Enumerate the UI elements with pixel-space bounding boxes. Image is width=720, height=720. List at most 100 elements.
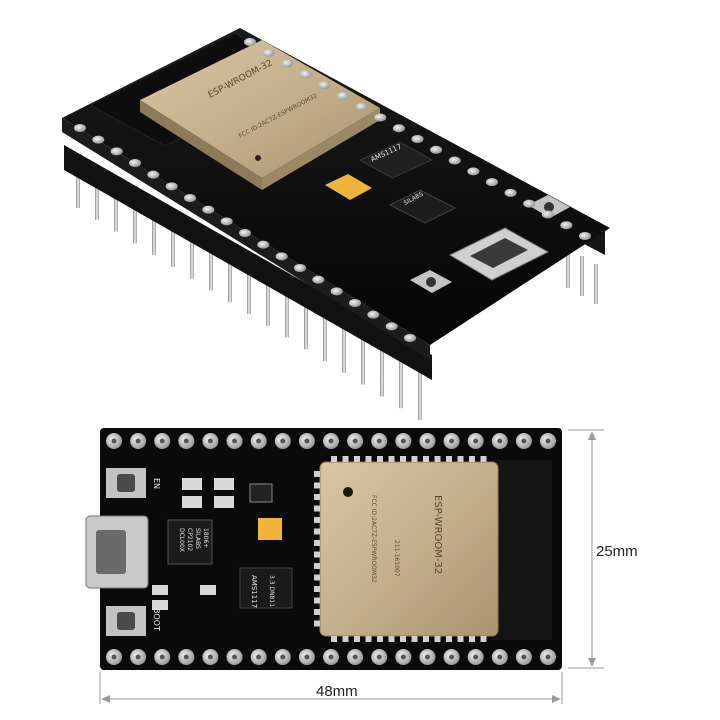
- module-pad: [469, 636, 475, 642]
- solder-pad: [467, 167, 480, 176]
- header-pin-hole: [232, 438, 238, 444]
- module-pad: [480, 456, 487, 462]
- esp32-module-top: [319, 461, 499, 637]
- solder-pad: [485, 178, 498, 187]
- usb-uart-chip-top: [167, 519, 213, 565]
- header-pin: [228, 254, 232, 303]
- header-pin: [95, 171, 99, 220]
- solder-pad: [220, 217, 233, 226]
- en-label: EN: [152, 478, 161, 489]
- module-pad: [314, 574, 320, 581]
- solder-pads: [74, 38, 591, 342]
- usb-chip-code-top: DCL00X: [178, 528, 185, 552]
- header-pin-hole: [256, 438, 262, 444]
- solder-pad: [367, 310, 380, 319]
- smd-components: [152, 478, 273, 610]
- module-pad: [314, 494, 320, 500]
- regulator-sub-top: 3.3 DN811: [268, 575, 275, 607]
- solder-pad: [430, 145, 443, 154]
- solder-pad: [281, 59, 294, 68]
- header-pin-hole: [183, 654, 189, 660]
- header-pins: [76, 160, 598, 420]
- header-pin-hole: [135, 654, 141, 660]
- header-pin: [342, 324, 346, 373]
- solder-pad: [110, 147, 123, 156]
- micro-usb-port-top: [85, 515, 149, 589]
- solder-pad: [448, 156, 461, 165]
- header-pin-hole: [183, 438, 189, 444]
- module-pad: [314, 609, 320, 615]
- header-pin-hole: [449, 438, 455, 444]
- header-pin-row-bottom: [106, 649, 556, 665]
- module-pad: [457, 636, 464, 642]
- header-pin: [323, 313, 327, 362]
- solder-pad: [312, 275, 325, 284]
- module-pad: [314, 563, 320, 569]
- module-pad: [365, 456, 372, 462]
- header-pin-hole: [111, 438, 117, 444]
- solder-pad: [294, 264, 306, 272]
- solder-pad: [184, 194, 196, 202]
- header-pin: [361, 336, 365, 385]
- module-dot: [255, 155, 261, 161]
- module-pad: [411, 456, 418, 462]
- module-pad: [388, 636, 395, 642]
- module-pad: [423, 456, 429, 462]
- header-pin: [266, 277, 270, 326]
- width-arrow-right: [552, 695, 561, 703]
- solder-pad: [257, 240, 270, 249]
- module-pad: [423, 636, 429, 642]
- solder-pad: [165, 182, 178, 191]
- module-pad: [354, 456, 360, 462]
- header-pin-hole: [304, 654, 310, 660]
- header-pin-row-top: [106, 433, 556, 449]
- module-pad: [331, 456, 337, 462]
- solder-pad: [385, 322, 398, 331]
- header-pin-hole: [159, 438, 165, 444]
- header-pin: [285, 289, 289, 338]
- solder-pad: [411, 135, 424, 143]
- solder-pad: [239, 229, 251, 237]
- header-pin-hole: [473, 654, 479, 660]
- esp32-module-shield-side-right: [262, 108, 380, 190]
- header-pin-hole: [400, 654, 406, 660]
- height-label: 25mm: [596, 543, 638, 560]
- header-pin: [171, 218, 175, 267]
- module-pad: [354, 636, 360, 642]
- solder-pad: [579, 232, 591, 240]
- header-pin-hole: [135, 438, 141, 444]
- header-pin-hole: [376, 438, 382, 444]
- module-pad: [400, 636, 406, 642]
- header-pin: [152, 207, 156, 256]
- solder-pad: [318, 81, 331, 90]
- header-pin-hole: [111, 654, 117, 660]
- header-pin-hole: [207, 654, 213, 660]
- header-pin-hole: [352, 438, 358, 444]
- solder-pad: [349, 299, 361, 307]
- header-pin-hole: [424, 654, 430, 660]
- module-pad: [480, 636, 487, 642]
- micro-usb-opening: [470, 238, 528, 268]
- solder-pad: [147, 170, 160, 179]
- module-pad: [314, 597, 320, 604]
- header-pin: [209, 242, 213, 291]
- header-pin-hole: [207, 438, 213, 444]
- solder-pad: [560, 221, 573, 230]
- en-button-top: [106, 468, 146, 498]
- solder-pad: [541, 210, 554, 219]
- header-pin-hole: [545, 438, 551, 444]
- module-pad: [400, 456, 406, 462]
- header-strip-front: [64, 145, 432, 380]
- header-pin-hole: [352, 654, 358, 660]
- module-pad: [314, 586, 320, 592]
- header-pin-hole: [521, 438, 527, 444]
- regulator-label-top: AMS1117: [250, 575, 258, 608]
- header-pin: [566, 248, 570, 288]
- solder-pad: [244, 38, 256, 46]
- esp32-module-shield: [140, 40, 380, 178]
- module-pad: [314, 471, 320, 477]
- header-pin-hole: [232, 654, 238, 660]
- voltage-regulator: [358, 141, 434, 179]
- header-pin: [76, 160, 80, 208]
- module-pad: [377, 636, 383, 642]
